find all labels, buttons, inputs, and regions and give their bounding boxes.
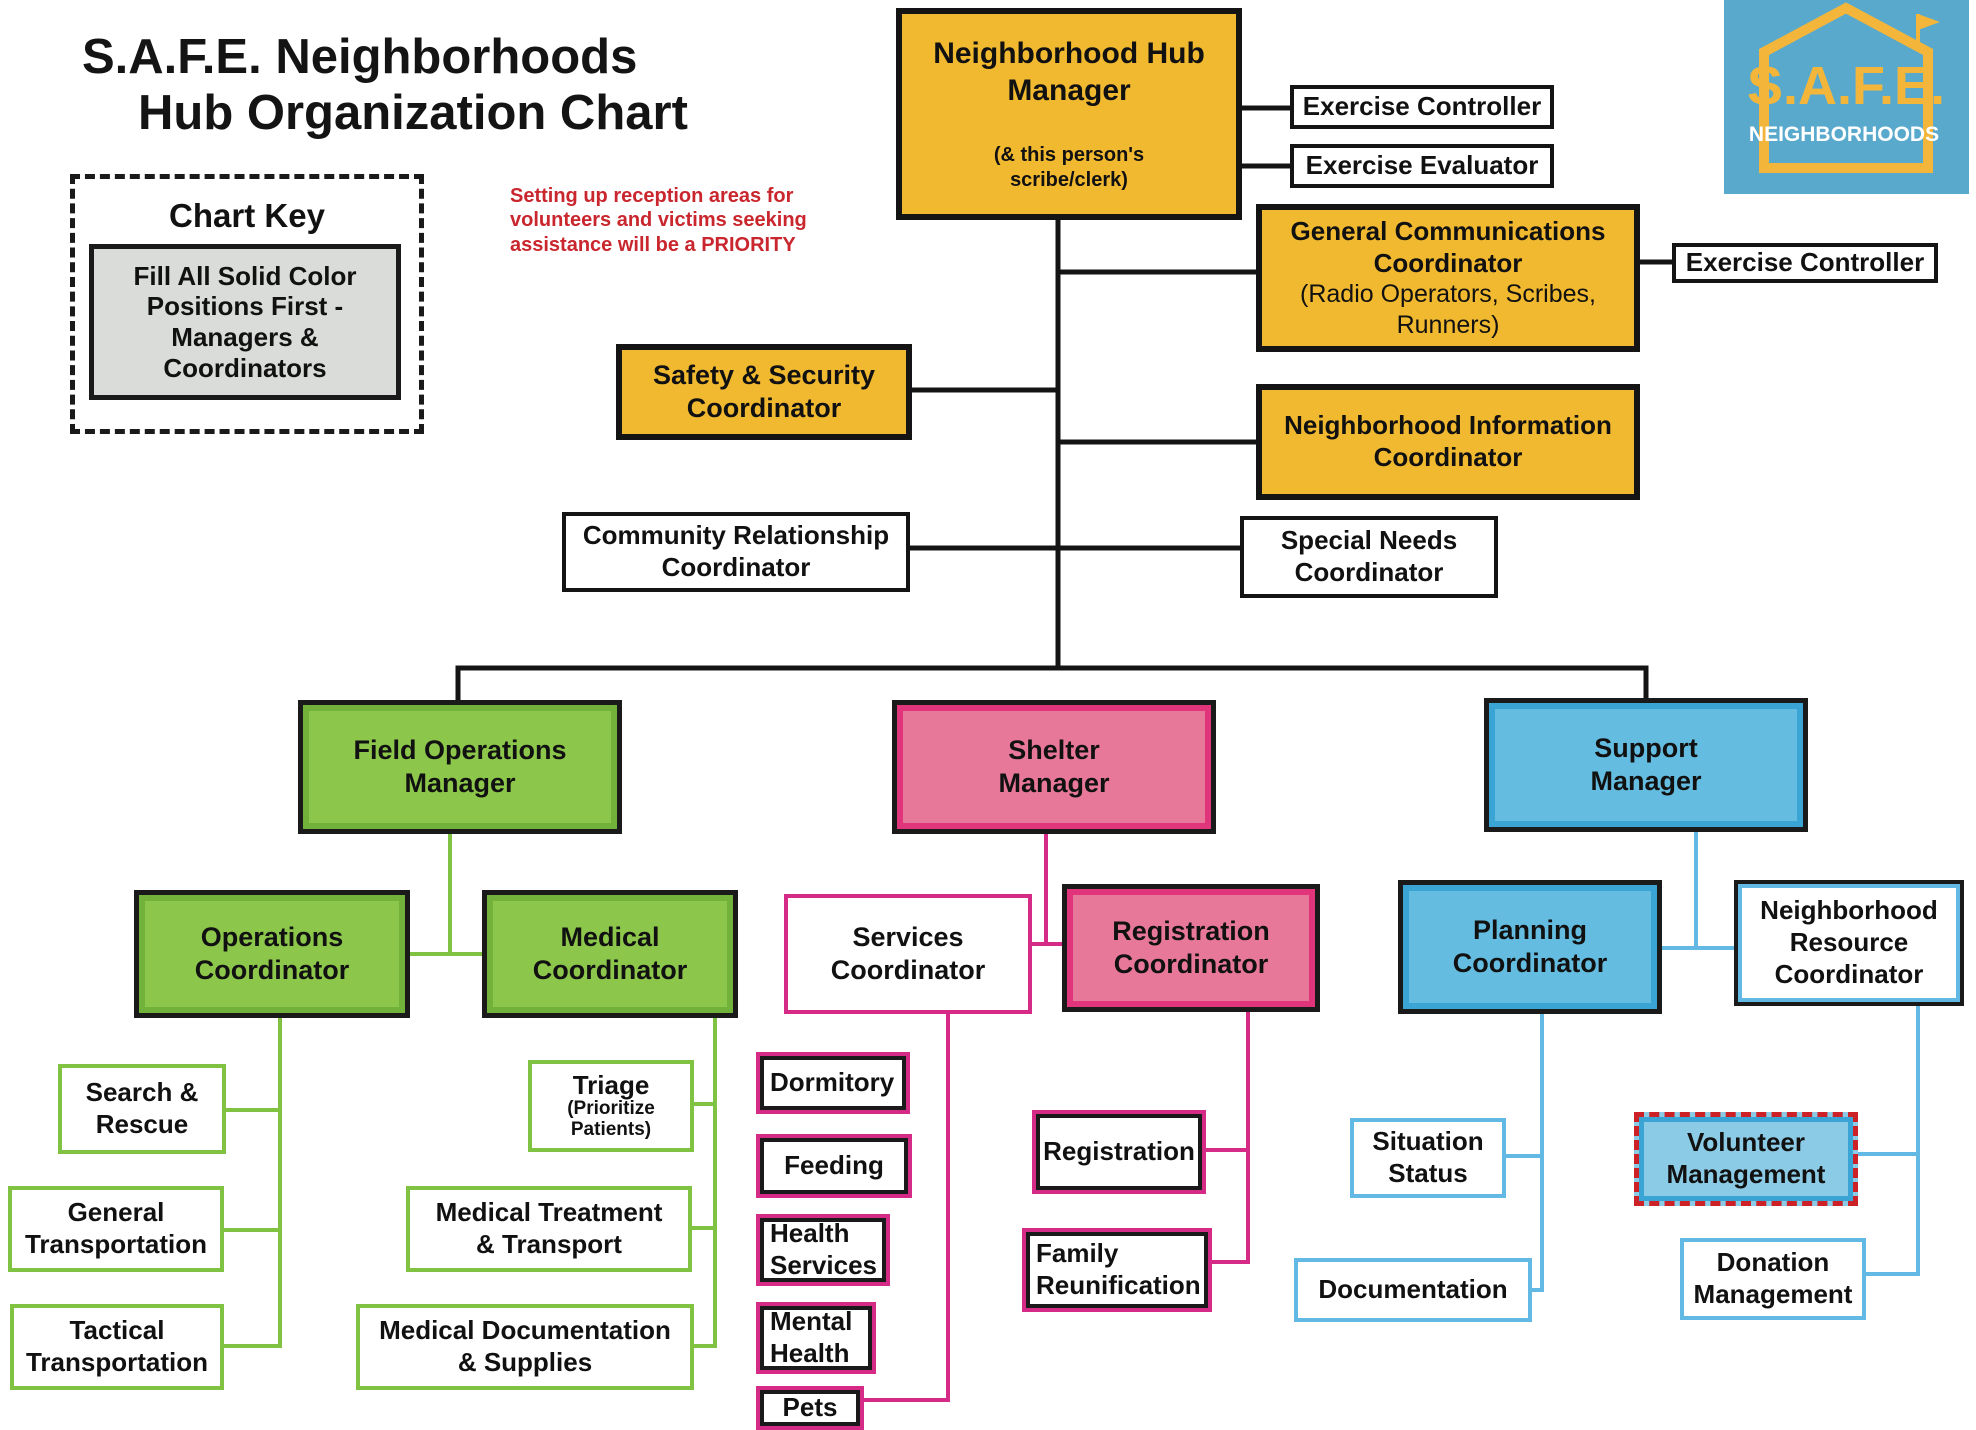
donation-management: Donation Management bbox=[1680, 1238, 1866, 1320]
title-line-2: Hub Organization Chart bbox=[138, 85, 688, 140]
exercise-evaluator: Exercise Evaluator bbox=[1290, 144, 1554, 188]
medical-coordinator: Medical Coordinator bbox=[482, 890, 738, 1018]
documentation: Documentation bbox=[1294, 1258, 1532, 1322]
hub-manager-note: (& this person's scribe/clerk) bbox=[993, 144, 1145, 191]
field-operations-manager: Field Operations Manager bbox=[298, 700, 622, 834]
shelter-manager: Shelter Manager bbox=[892, 700, 1216, 834]
triage: Triage (Prioritize Patients) bbox=[528, 1060, 694, 1152]
family-reunification: Family Reunification bbox=[1022, 1228, 1212, 1312]
exercise-controller-top: Exercise Controller bbox=[1290, 85, 1554, 129]
community-relationship-coordinator: Community Relationship Coordinator bbox=[562, 512, 910, 592]
neighborhood-information-coordinator: Neighborhood Information Coordinator bbox=[1256, 384, 1640, 500]
safe-neighborhoods-logo: S.A.F.E. NEIGHBORHOODS bbox=[1724, 0, 1969, 194]
chart-key-title: Chart Key bbox=[169, 197, 325, 234]
volunteer-management: Volunteer Management bbox=[1634, 1112, 1858, 1206]
tactical-transportation: Tactical Transportation bbox=[10, 1304, 224, 1390]
page-title: S.A.F.E. Neighborhoods Hub Organization … bbox=[82, 30, 688, 142]
health-services: Health Services bbox=[756, 1214, 890, 1286]
pets: Pets bbox=[756, 1386, 864, 1430]
general-communications-coordinator: General Communications Coordinator (Radi… bbox=[1256, 204, 1640, 352]
general-transportation: General Transportation bbox=[8, 1186, 224, 1272]
special-needs-coordinator: Special Needs Coordinator bbox=[1240, 516, 1498, 598]
logo-safe-text: S.A.F.E. bbox=[1747, 56, 1945, 116]
neighborhood-resource-coordinator: Neighborhood Resource Coordinator bbox=[1734, 880, 1964, 1006]
medical-documentation-supplies: Medical Documentation & Supplies bbox=[356, 1304, 694, 1390]
priority-note: Setting up reception areas for volunteer… bbox=[510, 185, 807, 256]
search-and-rescue: Search & Rescue bbox=[58, 1064, 226, 1154]
registration-coordinator: Registration Coordinator bbox=[1062, 884, 1320, 1012]
support-manager: Support Manager bbox=[1484, 698, 1808, 832]
exercise-controller-comm: Exercise Controller bbox=[1672, 243, 1938, 283]
safety-security-coordinator: Safety & Security Coordinator bbox=[616, 344, 912, 440]
planning-coordinator: Planning Coordinator bbox=[1398, 880, 1662, 1014]
neighborhood-hub-manager: Neighborhood Hub Manager (& this person'… bbox=[896, 8, 1242, 220]
logo-subtext: NEIGHBORHOODS bbox=[1748, 123, 1940, 146]
dormitory: Dormitory bbox=[756, 1052, 910, 1114]
operations-coordinator: Operations Coordinator bbox=[134, 890, 410, 1018]
mental-health: Mental Health bbox=[756, 1302, 876, 1374]
feeding: Feeding bbox=[756, 1134, 912, 1198]
title-line-1: S.A.F.E. Neighborhoods bbox=[82, 30, 638, 84]
house-logo-icon: S.A.F.E. bbox=[1747, 2, 1945, 173]
chart-key: Chart Key Fill All Solid Color Positions… bbox=[70, 174, 424, 434]
medical-treatment-transport: Medical Treatment & Transport bbox=[406, 1186, 692, 1272]
situation-status: Situation Status bbox=[1350, 1118, 1506, 1198]
hub-manager-title: Neighborhood Hub Manager bbox=[933, 37, 1205, 107]
services-coordinator: Services Coordinator bbox=[784, 894, 1032, 1014]
chart-key-legend-box: Fill All Solid Color Positions First - M… bbox=[89, 244, 401, 400]
registration: Registration bbox=[1032, 1110, 1206, 1194]
